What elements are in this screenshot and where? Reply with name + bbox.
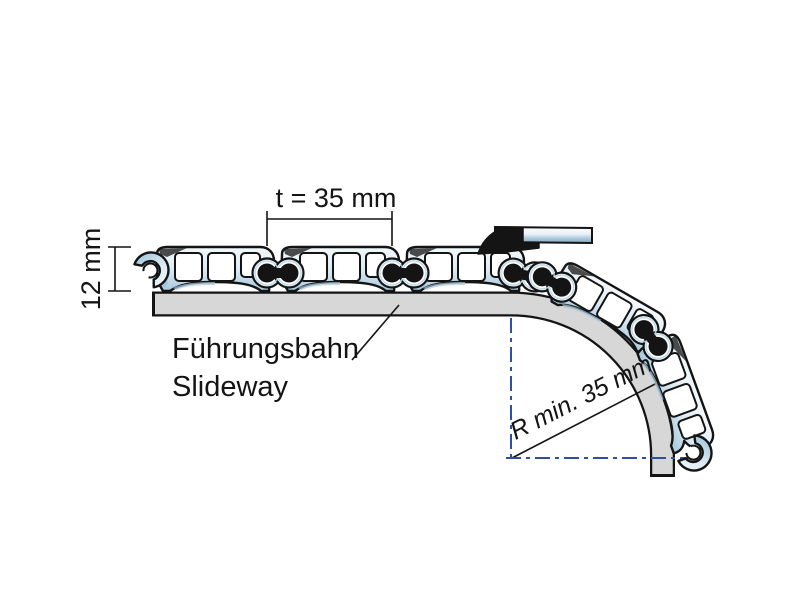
- slideway-label: Führungsbahn Slideway: [172, 304, 400, 403]
- dimension-pitch: t = 35 mm: [266, 183, 397, 246]
- radius-dimension: [506, 318, 688, 463]
- dimension-height: 12 mm: [76, 228, 131, 311]
- slideway-label-en: Slideway: [172, 371, 289, 403]
- radius-line: [511, 381, 660, 459]
- pitch-label: t = 35 mm: [276, 183, 397, 213]
- height-label: 12 mm: [76, 228, 106, 311]
- hinge-joint-2: [376, 257, 430, 289]
- clip-blade-cap: [494, 226, 524, 244]
- leader-line: [351, 304, 400, 361]
- slideway: [152, 291, 675, 477]
- carrier-clip: [477, 225, 593, 255]
- radius-label: R min. 35 mm: [505, 350, 656, 446]
- hinge-joint-1: [251, 257, 305, 289]
- slideway-label-de: Führungsbahn: [172, 333, 359, 365]
- radius-label-group: R min. 35 mm: [505, 350, 656, 446]
